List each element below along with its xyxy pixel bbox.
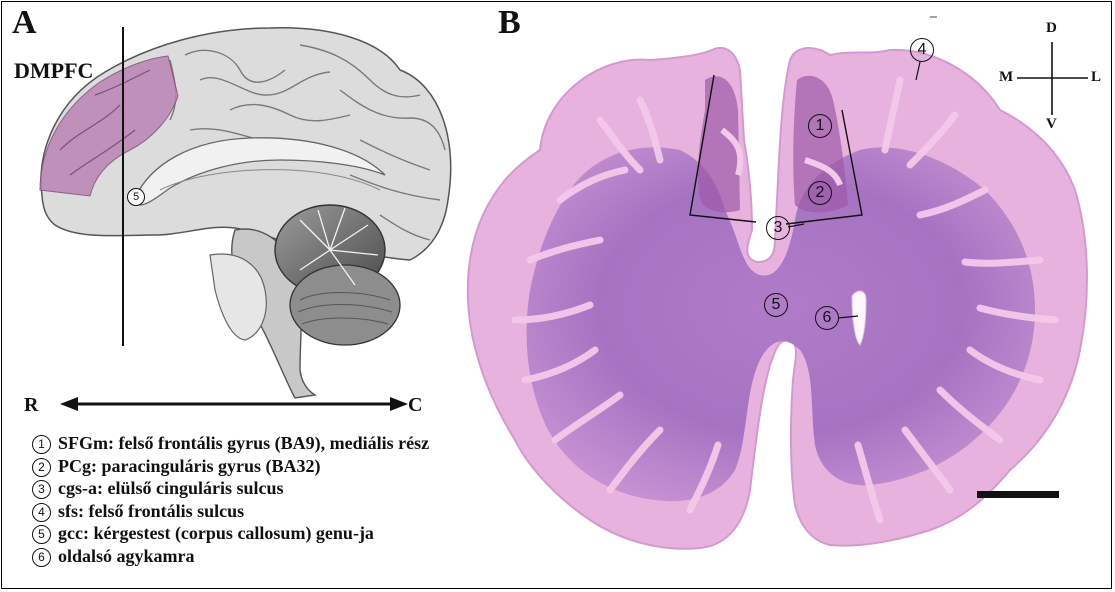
scale-bar xyxy=(977,491,1059,498)
marker-2: 2 xyxy=(808,181,832,205)
marker-5: 5 xyxy=(764,293,788,317)
legend-text: oldalsó agykamra xyxy=(58,546,195,566)
orientation-lateral: L xyxy=(1091,69,1101,86)
orientation-dorsal: D xyxy=(1046,20,1057,37)
legend-text: cgs-a: elülső cinguláris sulcus xyxy=(58,478,284,498)
marker-1: 1 xyxy=(808,114,832,138)
panel-b-letter: B xyxy=(498,6,521,40)
coronal-section-image xyxy=(468,17,1088,549)
axis-label-caudal: C xyxy=(408,394,422,417)
legend-text: gcc: kérgestest (corpus callosum) genu-j… xyxy=(58,523,374,543)
legend-text: PCg: paracinguláris gyrus (BA32) xyxy=(58,456,321,476)
legend-number: 2 xyxy=(32,458,51,477)
legend-item: 1 SFGm: felső frontális gyrus (BA9), medi… xyxy=(32,432,429,455)
marker-6: 6 xyxy=(815,306,839,330)
legend-item: 2 PCg: paracinguláris gyrus (BA32) xyxy=(32,455,429,478)
legend-number: 3 xyxy=(32,480,51,499)
axis-label-rostral: R xyxy=(24,394,38,417)
marker-5-panel-a: 5 xyxy=(127,188,145,206)
legend-number: 5 xyxy=(32,525,51,544)
legend-item: 3 cgs-a: elülső cinguláris sulcus xyxy=(32,477,429,500)
legend-number: 1 xyxy=(32,435,51,454)
orientation-medial: M xyxy=(999,69,1013,86)
panel-a-letter: A xyxy=(12,6,37,40)
legend-number: 4 xyxy=(32,503,51,522)
legend: 1 SFGm: felső frontális gyrus (BA9), medi… xyxy=(32,432,429,568)
legend-text: SFGm: felső frontális gyrus (BA9), mediá… xyxy=(58,433,429,453)
legend-text: sfs: felső frontális sulcus xyxy=(58,501,244,521)
legend-item: 4 sfs: felső frontális sulcus xyxy=(32,500,429,523)
orientation-ventral: V xyxy=(1046,116,1057,133)
orientation-compass xyxy=(1017,42,1088,115)
rostral-caudal-arrow xyxy=(60,397,408,411)
marker-4: 4 xyxy=(910,38,934,62)
legend-number: 6 xyxy=(32,548,51,567)
sagittal-brain-illustration xyxy=(40,27,451,411)
legend-item: 5 gcc: kérgestest (corpus callosum) genu-… xyxy=(32,522,429,545)
legend-item: 6 oldalsó agykamra xyxy=(32,545,429,568)
dmpfc-label: DMPFC xyxy=(14,58,93,84)
marker-3: 3 xyxy=(766,216,790,240)
